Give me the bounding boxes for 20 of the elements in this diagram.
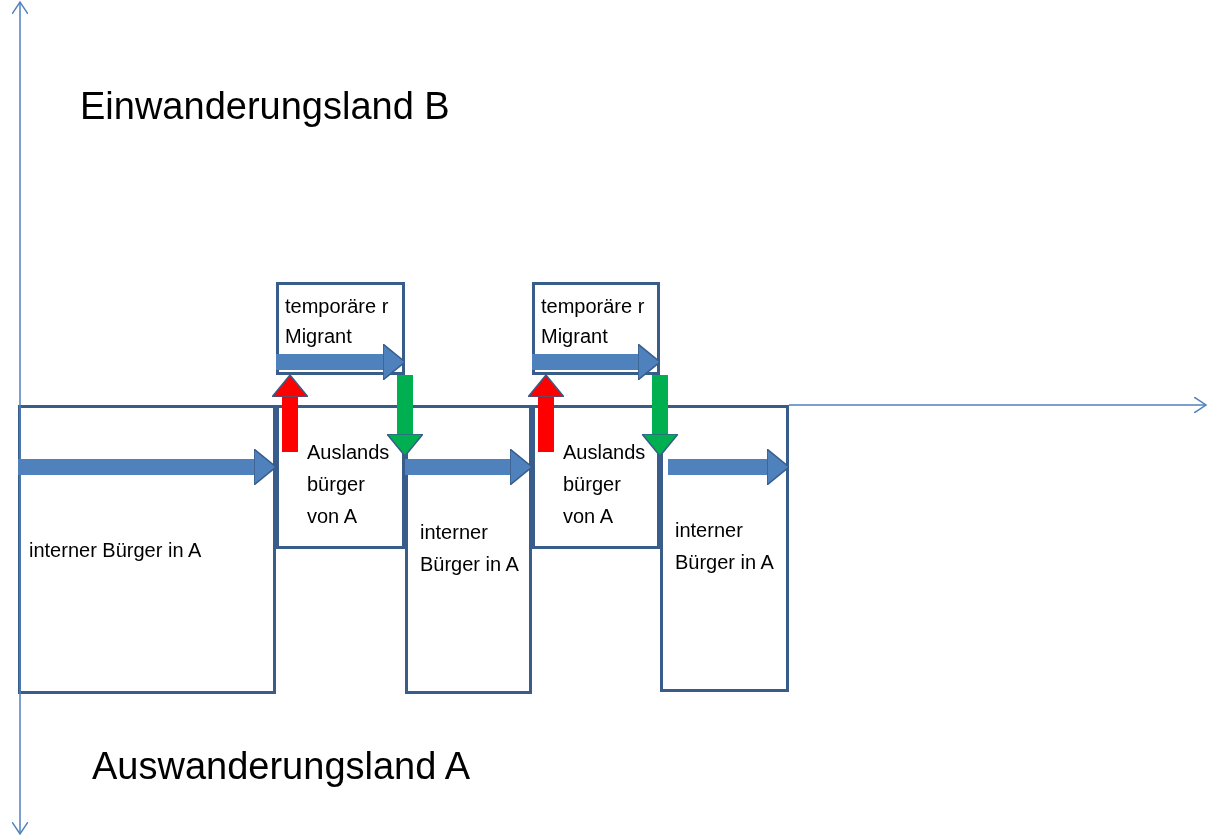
region-label: Auswanderungsland A [92,744,471,789]
block-arrow [271,374,309,452]
block-arrow [405,448,533,486]
box-text: interner Bürger in A [29,537,202,563]
box-text: interner Bürger in A [420,520,520,577]
region-label: Einwanderungsland B [80,84,450,129]
block-arrow [386,375,424,457]
box-text: temporäre r Migrant [285,294,390,349]
box-text: Auslands bürger von A [563,440,647,529]
state-box [405,405,532,694]
box-text: temporäre r Migrant [541,294,646,349]
state-box [276,405,405,549]
block-arrow [527,374,565,452]
state-box [18,405,276,694]
state-box [532,405,660,549]
block-arrow [641,375,679,457]
state-box [660,405,789,692]
box-text: Auslands bürger von A [307,440,391,529]
box-text: interner Bürger in A [675,518,775,575]
block-arrow [18,448,277,486]
